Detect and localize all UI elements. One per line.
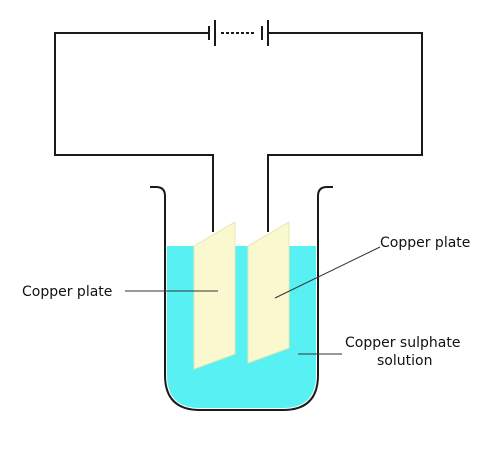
right-copper-plate	[247, 221, 290, 364]
battery-icon	[208, 20, 269, 46]
right-plate-label: Copper plate	[380, 235, 470, 251]
beaker	[150, 186, 333, 411]
circuit-wire	[54, 32, 423, 232]
copper-sulphate-solution	[167, 246, 316, 408]
left-plate-label: Copper plate	[22, 284, 112, 300]
solution-label-line2: solution	[377, 353, 432, 369]
left-copper-plate	[193, 221, 236, 370]
solution-label-line1: Copper sulphate	[345, 335, 460, 351]
right-plate-leader-line	[274, 246, 381, 299]
